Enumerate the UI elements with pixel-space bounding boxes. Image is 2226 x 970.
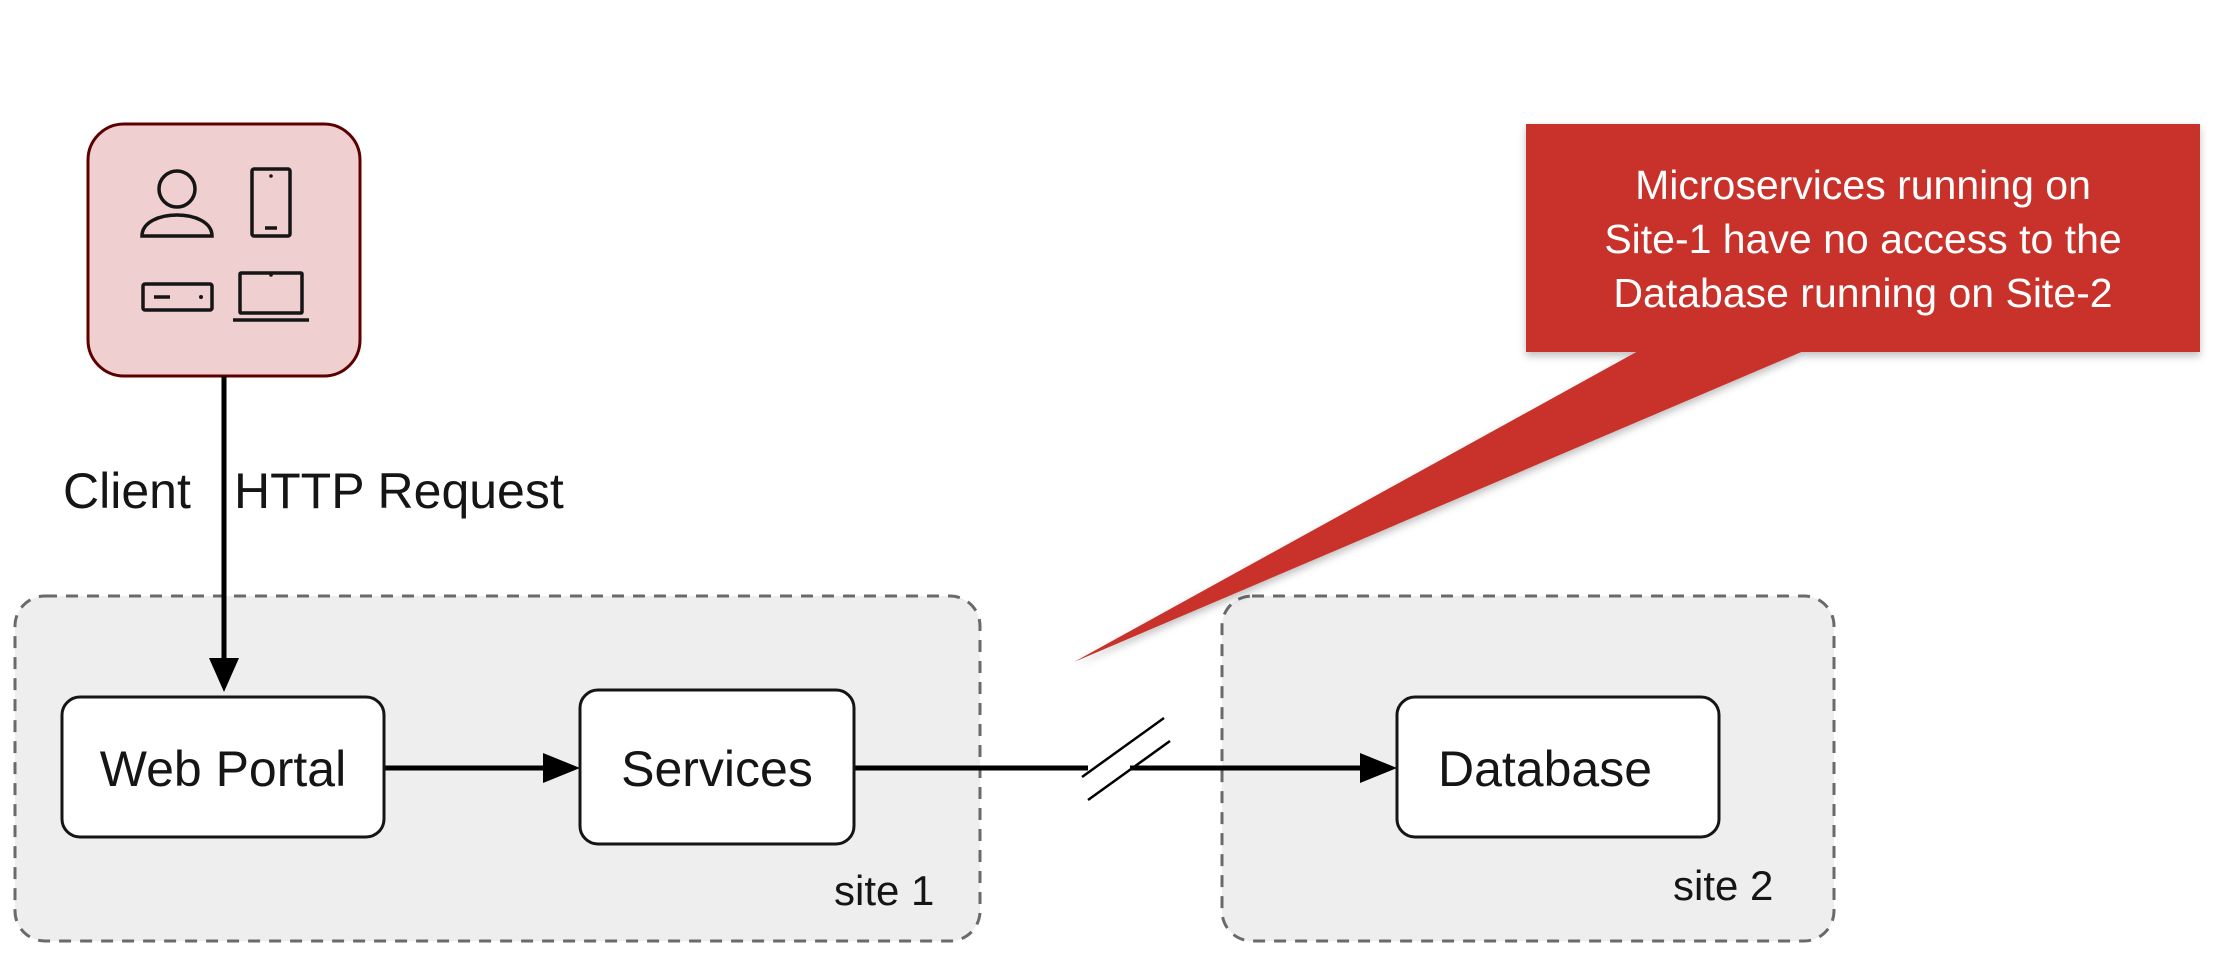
database-label: Database bbox=[1438, 741, 1652, 797]
broken-connection-icon bbox=[1081, 716, 1171, 802]
callout-pointer bbox=[1074, 350, 1806, 662]
web-portal-node: Web Portal bbox=[60, 695, 386, 839]
callout-box bbox=[1526, 124, 2200, 352]
site-1-label: site 1 bbox=[834, 867, 934, 914]
portal-to-services-edge bbox=[384, 753, 580, 783]
database-node: Database bbox=[1395, 695, 1721, 839]
user-icon bbox=[140, 169, 214, 238]
client-label: Client bbox=[63, 463, 191, 519]
client-request-edge: Client HTTP Request bbox=[63, 376, 564, 692]
site-2-label: site 2 bbox=[1673, 862, 1773, 909]
services-to-database-arrowhead bbox=[1360, 753, 1397, 783]
callout-line-3: Database running on Site-2 bbox=[1613, 270, 2112, 316]
services-label: Services bbox=[621, 741, 813, 797]
callout bbox=[1074, 124, 2200, 662]
callout-line-2: Site-1 have no access to the bbox=[1604, 216, 2121, 262]
client-request-arrowhead bbox=[209, 658, 239, 692]
mobile-phone-icon bbox=[250, 167, 292, 238]
web-portal-label: Web Portal bbox=[100, 741, 346, 797]
server-icon bbox=[141, 282, 214, 312]
services-node: Services bbox=[578, 688, 856, 846]
callout-text: Microservices running on Site-1 have no … bbox=[1604, 162, 2121, 316]
http-request-label: HTTP Request bbox=[234, 463, 564, 519]
laptop-icon bbox=[233, 271, 309, 322]
portal-to-services-arrowhead bbox=[543, 753, 580, 783]
callout-line-1: Microservices running on bbox=[1635, 162, 2091, 208]
services-to-database-edge bbox=[855, 716, 1397, 802]
client-devices-box bbox=[86, 122, 362, 378]
